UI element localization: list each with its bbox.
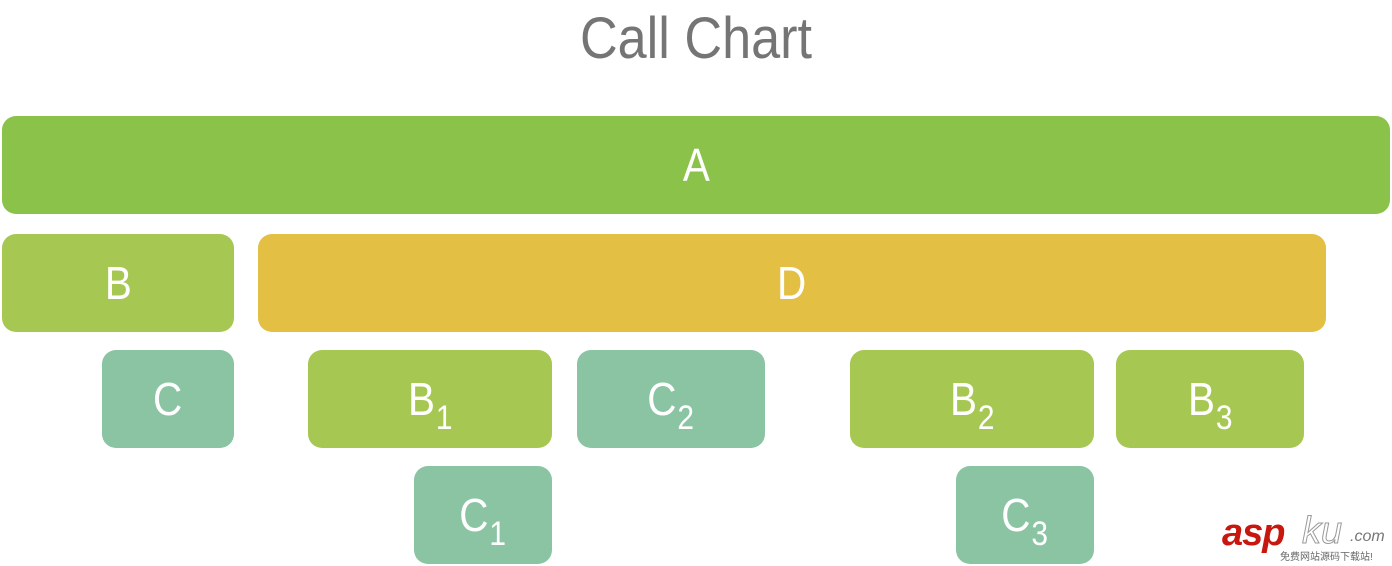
call-node-c3[interactable]: C3: [956, 466, 1094, 564]
call-node-c[interactable]: C: [102, 350, 234, 448]
node-label: A: [682, 139, 710, 191]
watermark-brand-red: asp: [1222, 512, 1285, 554]
call-node-b2[interactable]: B2: [850, 350, 1094, 448]
node-label: C: [153, 373, 183, 425]
call-node-c2[interactable]: C2: [577, 350, 765, 448]
node-label: C1: [459, 489, 507, 553]
call-node-a[interactable]: A: [2, 116, 1390, 214]
node-label: C2: [647, 373, 695, 437]
call-node-b3[interactable]: B3: [1116, 350, 1304, 448]
call-node-d[interactable]: D: [258, 234, 1326, 332]
call-node-c1[interactable]: C1: [414, 466, 552, 564]
node-label: D: [777, 257, 807, 309]
chart-title: Call Chart: [579, 6, 813, 71]
node-label: B1: [407, 373, 453, 437]
watermark-tagline: 免费网站源码下载站!: [1280, 552, 1373, 563]
watermark-tld: .com: [1350, 528, 1385, 545]
node-label: C3: [1001, 489, 1049, 553]
node-label: B2: [949, 373, 995, 437]
node-label: B: [104, 257, 132, 309]
node-label: B3: [1187, 373, 1233, 437]
call-node-b1[interactable]: B1: [308, 350, 552, 448]
watermark-logo: asp ku .com 免费网站源码下载站!: [1218, 508, 1392, 566]
call-node-b[interactable]: B: [2, 234, 234, 332]
watermark-brand-gray: ku: [1301, 510, 1343, 553]
